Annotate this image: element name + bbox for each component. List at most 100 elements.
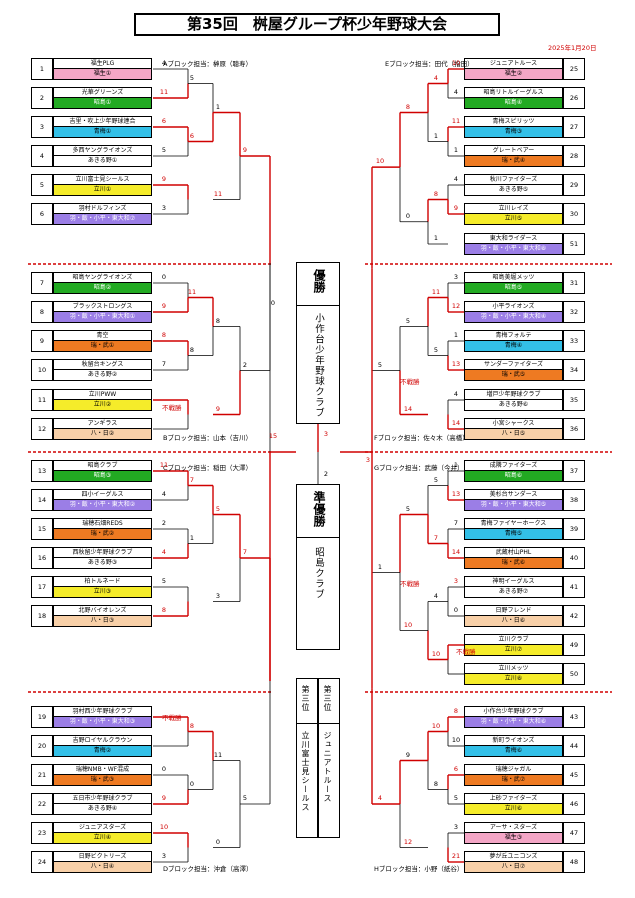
date-label: 2025年1月20日 [548, 44, 597, 52]
team-number: 41 [563, 576, 585, 598]
team-number: 24 [31, 851, 53, 873]
team-city: 立川⑥ [464, 803, 563, 815]
forfeit-label: 不戦勝 [400, 378, 420, 386]
block-h-label: Hブロック担当：小野（紙谷） [374, 865, 464, 873]
team-number: 18 [31, 605, 53, 627]
score-label: 13 [451, 360, 461, 368]
score-label: 9 [215, 404, 221, 413]
team-city: 羽・飯・小平・東大和④ [464, 311, 563, 323]
team-city: 福生② [464, 68, 563, 80]
team-city: 羽・飯・小平・東大和③ [53, 716, 152, 728]
score-label: 1 [453, 146, 459, 154]
team-number: 37 [563, 460, 585, 482]
team-number: 6 [31, 203, 53, 225]
score-label: 9 [405, 750, 411, 759]
score-label: 2 [242, 360, 248, 369]
team-number: 45 [563, 764, 585, 786]
team-number: 16 [31, 547, 53, 569]
team-city: 瑞・武③ [53, 774, 152, 786]
team-city: あきる野④ [53, 803, 152, 815]
team-city: 立川⑧ [464, 673, 563, 685]
score-label: 3 [453, 577, 459, 585]
team-city: 羽・飯・小平・東大和⑥ [464, 716, 563, 728]
score-label: 1 [215, 102, 221, 111]
team-number: 31 [563, 272, 585, 294]
forfeit-label: 不戦勝 [456, 648, 476, 656]
block-d-label: Dブロック担当：沖倉（高澤） [163, 865, 253, 873]
team-city: 立川② [53, 399, 152, 411]
team-number: 36 [563, 418, 585, 440]
score-label: 1 [433, 234, 439, 242]
score-label: 8 [453, 707, 459, 715]
score-label: 10 [159, 823, 169, 831]
score-label: 3 [365, 456, 371, 464]
team-city: 昭島② [53, 282, 152, 294]
score-label: 1 [377, 562, 383, 571]
score-label: 0 [453, 606, 459, 614]
team-city: あきる野① [53, 155, 152, 167]
block-b-label: Bブロック担当：山本（吉川） [163, 434, 252, 442]
score-label: 10 [451, 736, 461, 744]
score-label: 11 [431, 287, 441, 296]
score-label: 10 [403, 620, 413, 629]
score-label: 5 [433, 475, 439, 484]
team-city: 青梅⑥ [464, 745, 563, 757]
team-city: 瑞・武④ [464, 155, 563, 167]
team-city: 羽・飯・小平・東大和① [53, 311, 152, 323]
score-label: 5 [161, 577, 167, 585]
score-label: 0 [270, 299, 276, 308]
score-label: 15 [268, 432, 278, 440]
team-number: 21 [31, 764, 53, 786]
team-city: 八・日④ [53, 861, 152, 873]
score-label: 4 [377, 794, 383, 802]
team-city: 瑞・武⑤ [464, 369, 563, 381]
team-number: 50 [563, 663, 585, 685]
team-number: 7 [31, 272, 53, 294]
team-number: 15 [31, 518, 53, 540]
forfeit-label: 不戦勝 [162, 404, 182, 412]
score-label: 10 [375, 157, 385, 166]
team-city: 立川⑤ [464, 213, 563, 225]
score-label: 8 [189, 721, 195, 730]
team-number: 13 [31, 460, 53, 482]
runner-up-team: 昭島クラブ [313, 547, 324, 600]
score-label: 1 [433, 131, 439, 140]
team-city: 昭島③ [53, 470, 152, 482]
team-city: あきる野③ [53, 557, 152, 569]
team-city: 八・日⑦ [464, 861, 563, 873]
score-label: 8 [161, 331, 167, 339]
team-city: あきる野⑥ [464, 399, 563, 411]
team-number: 25 [563, 58, 585, 80]
team-city: 昭島⑤ [464, 282, 563, 294]
score-label: 14 [451, 548, 461, 556]
page-title: 第35回 桝屋グループ杯少年野球大会 [134, 13, 500, 36]
team-number: 49 [563, 634, 585, 656]
team-number: 51 [563, 233, 585, 255]
score-label: 5 [377, 360, 383, 369]
team-city: 立川③ [53, 586, 152, 598]
team-city: 立川④ [53, 832, 152, 844]
team-city: 昭島⑥ [464, 470, 563, 482]
team-number: 10 [31, 359, 53, 381]
team-number: 14 [31, 489, 53, 511]
score-label: 4 [161, 490, 167, 498]
team-number: 26 [563, 87, 585, 109]
